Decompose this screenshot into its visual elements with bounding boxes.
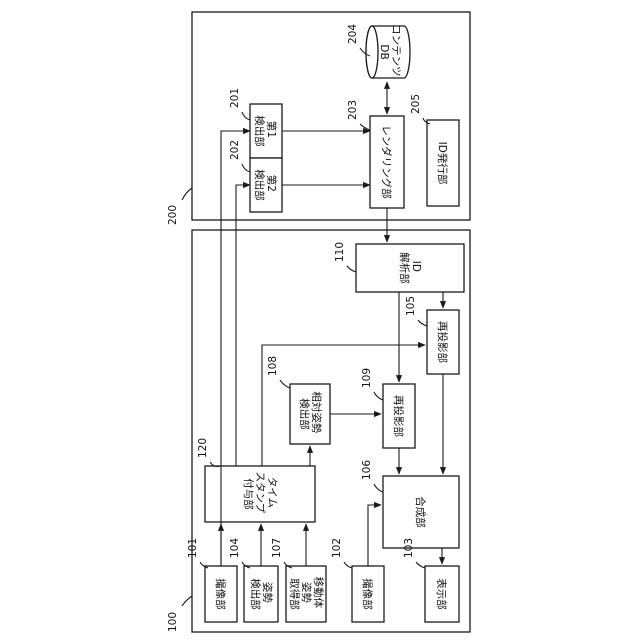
- block-102: 撮像部: [352, 566, 384, 622]
- block-109-label: 再投影部: [392, 395, 405, 437]
- block-107-label-3: 取得部: [288, 578, 301, 610]
- arrow-102-to-106: [368, 505, 381, 566]
- block-202: 第2 検出部: [250, 158, 282, 212]
- svg-text:再投影部: 再投影部: [436, 321, 449, 363]
- ref-120: 120: [197, 438, 209, 458]
- ref-102: 102: [331, 538, 343, 558]
- ref-107: 107: [271, 538, 283, 558]
- arrow-120-to-202: [236, 185, 250, 466]
- ref-203: 203: [347, 100, 359, 120]
- block-205-label: ID発行部: [436, 142, 449, 185]
- block-105-label: 再投影部: [436, 321, 449, 363]
- block-107-label-1: 移動体: [312, 577, 325, 609]
- block-101: 撮像部: [205, 566, 237, 622]
- block-202-label-1: 第2: [265, 175, 278, 192]
- block-120-label-1: タイム: [266, 477, 278, 508]
- ref-108: 108: [267, 356, 279, 376]
- ref-202: 202: [229, 140, 241, 160]
- block-110-label-2: 解析部: [398, 252, 411, 284]
- block-204-label-2: DB: [378, 44, 390, 59]
- block-204-database: コンテンツ DB: [366, 24, 410, 80]
- block-203-label: レンダリング部: [380, 125, 393, 199]
- block-104: 姿勢 検出部: [244, 566, 278, 622]
- svg-text:姿勢 検出部: 姿勢 検出部: [249, 578, 274, 610]
- block-203: レンダリング部: [370, 116, 404, 208]
- svg-text:合成部: 合成部: [414, 496, 427, 528]
- ref-106: 106: [361, 460, 373, 480]
- block-102-label: 撮像部: [361, 578, 374, 610]
- ref-109: 109: [361, 368, 373, 388]
- block-106-label: 合成部: [414, 496, 427, 528]
- block-105: 再投影部: [427, 310, 459, 374]
- system-200-leader: [182, 188, 192, 200]
- block-104-label-2: 検出部: [249, 578, 262, 610]
- block-101-label: 撮像部: [214, 578, 227, 610]
- ref-201: 201: [229, 88, 241, 108]
- svg-text:再投影部: 再投影部: [392, 395, 405, 437]
- ref-101: 101: [187, 538, 199, 558]
- block-103: 表示部: [425, 566, 459, 622]
- block-110-label-1: ID: [410, 261, 422, 272]
- block-204-label-1: コンテンツ: [390, 24, 402, 77]
- block-120-label-3: 付与部: [242, 478, 255, 510]
- svg-text:表示部: 表示部: [435, 578, 448, 610]
- block-108-label-1: 相対姿勢: [310, 391, 323, 433]
- block-205: ID発行部: [427, 120, 459, 206]
- block-107-label-2: 姿勢: [300, 582, 313, 603]
- svg-text:レンダリング部: レンダリング部: [380, 125, 393, 199]
- ref-110: 110: [334, 242, 346, 262]
- block-106: 合成部: [383, 476, 459, 548]
- ref-104: 104: [229, 538, 241, 558]
- block-104-label-1: 姿勢: [261, 582, 274, 603]
- ref-105: 105: [405, 296, 417, 316]
- block-103-label: 表示部: [435, 578, 448, 610]
- system-200-ref: 200: [167, 205, 179, 225]
- system-100-leader: [182, 596, 192, 606]
- ref-205: 205: [410, 94, 422, 114]
- block-202-label-2: 検出部: [253, 169, 266, 201]
- block-110: ID 解析部: [356, 244, 464, 292]
- block-120-label-2: スタンプ: [254, 471, 266, 513]
- block-201: 第1 検出部: [250, 104, 282, 158]
- svg-text:撮像部: 撮像部: [361, 578, 374, 610]
- system-100-ref: 100: [167, 612, 179, 632]
- block-109: 再投影部: [383, 384, 415, 448]
- block-201-label-1: 第1: [265, 121, 278, 138]
- block-108-label-2: 検出部: [298, 398, 311, 430]
- block-108: 相対姿勢 検出部: [290, 384, 330, 444]
- svg-text:撮像部: 撮像部: [214, 578, 227, 610]
- block-107: 移動体 姿勢 取得部: [286, 566, 326, 622]
- ref-204: 204: [347, 24, 359, 44]
- ref-103: 103: [403, 538, 415, 558]
- svg-text:ID発行部: ID発行部: [436, 142, 449, 185]
- block-201-label-2: 検出部: [253, 115, 266, 147]
